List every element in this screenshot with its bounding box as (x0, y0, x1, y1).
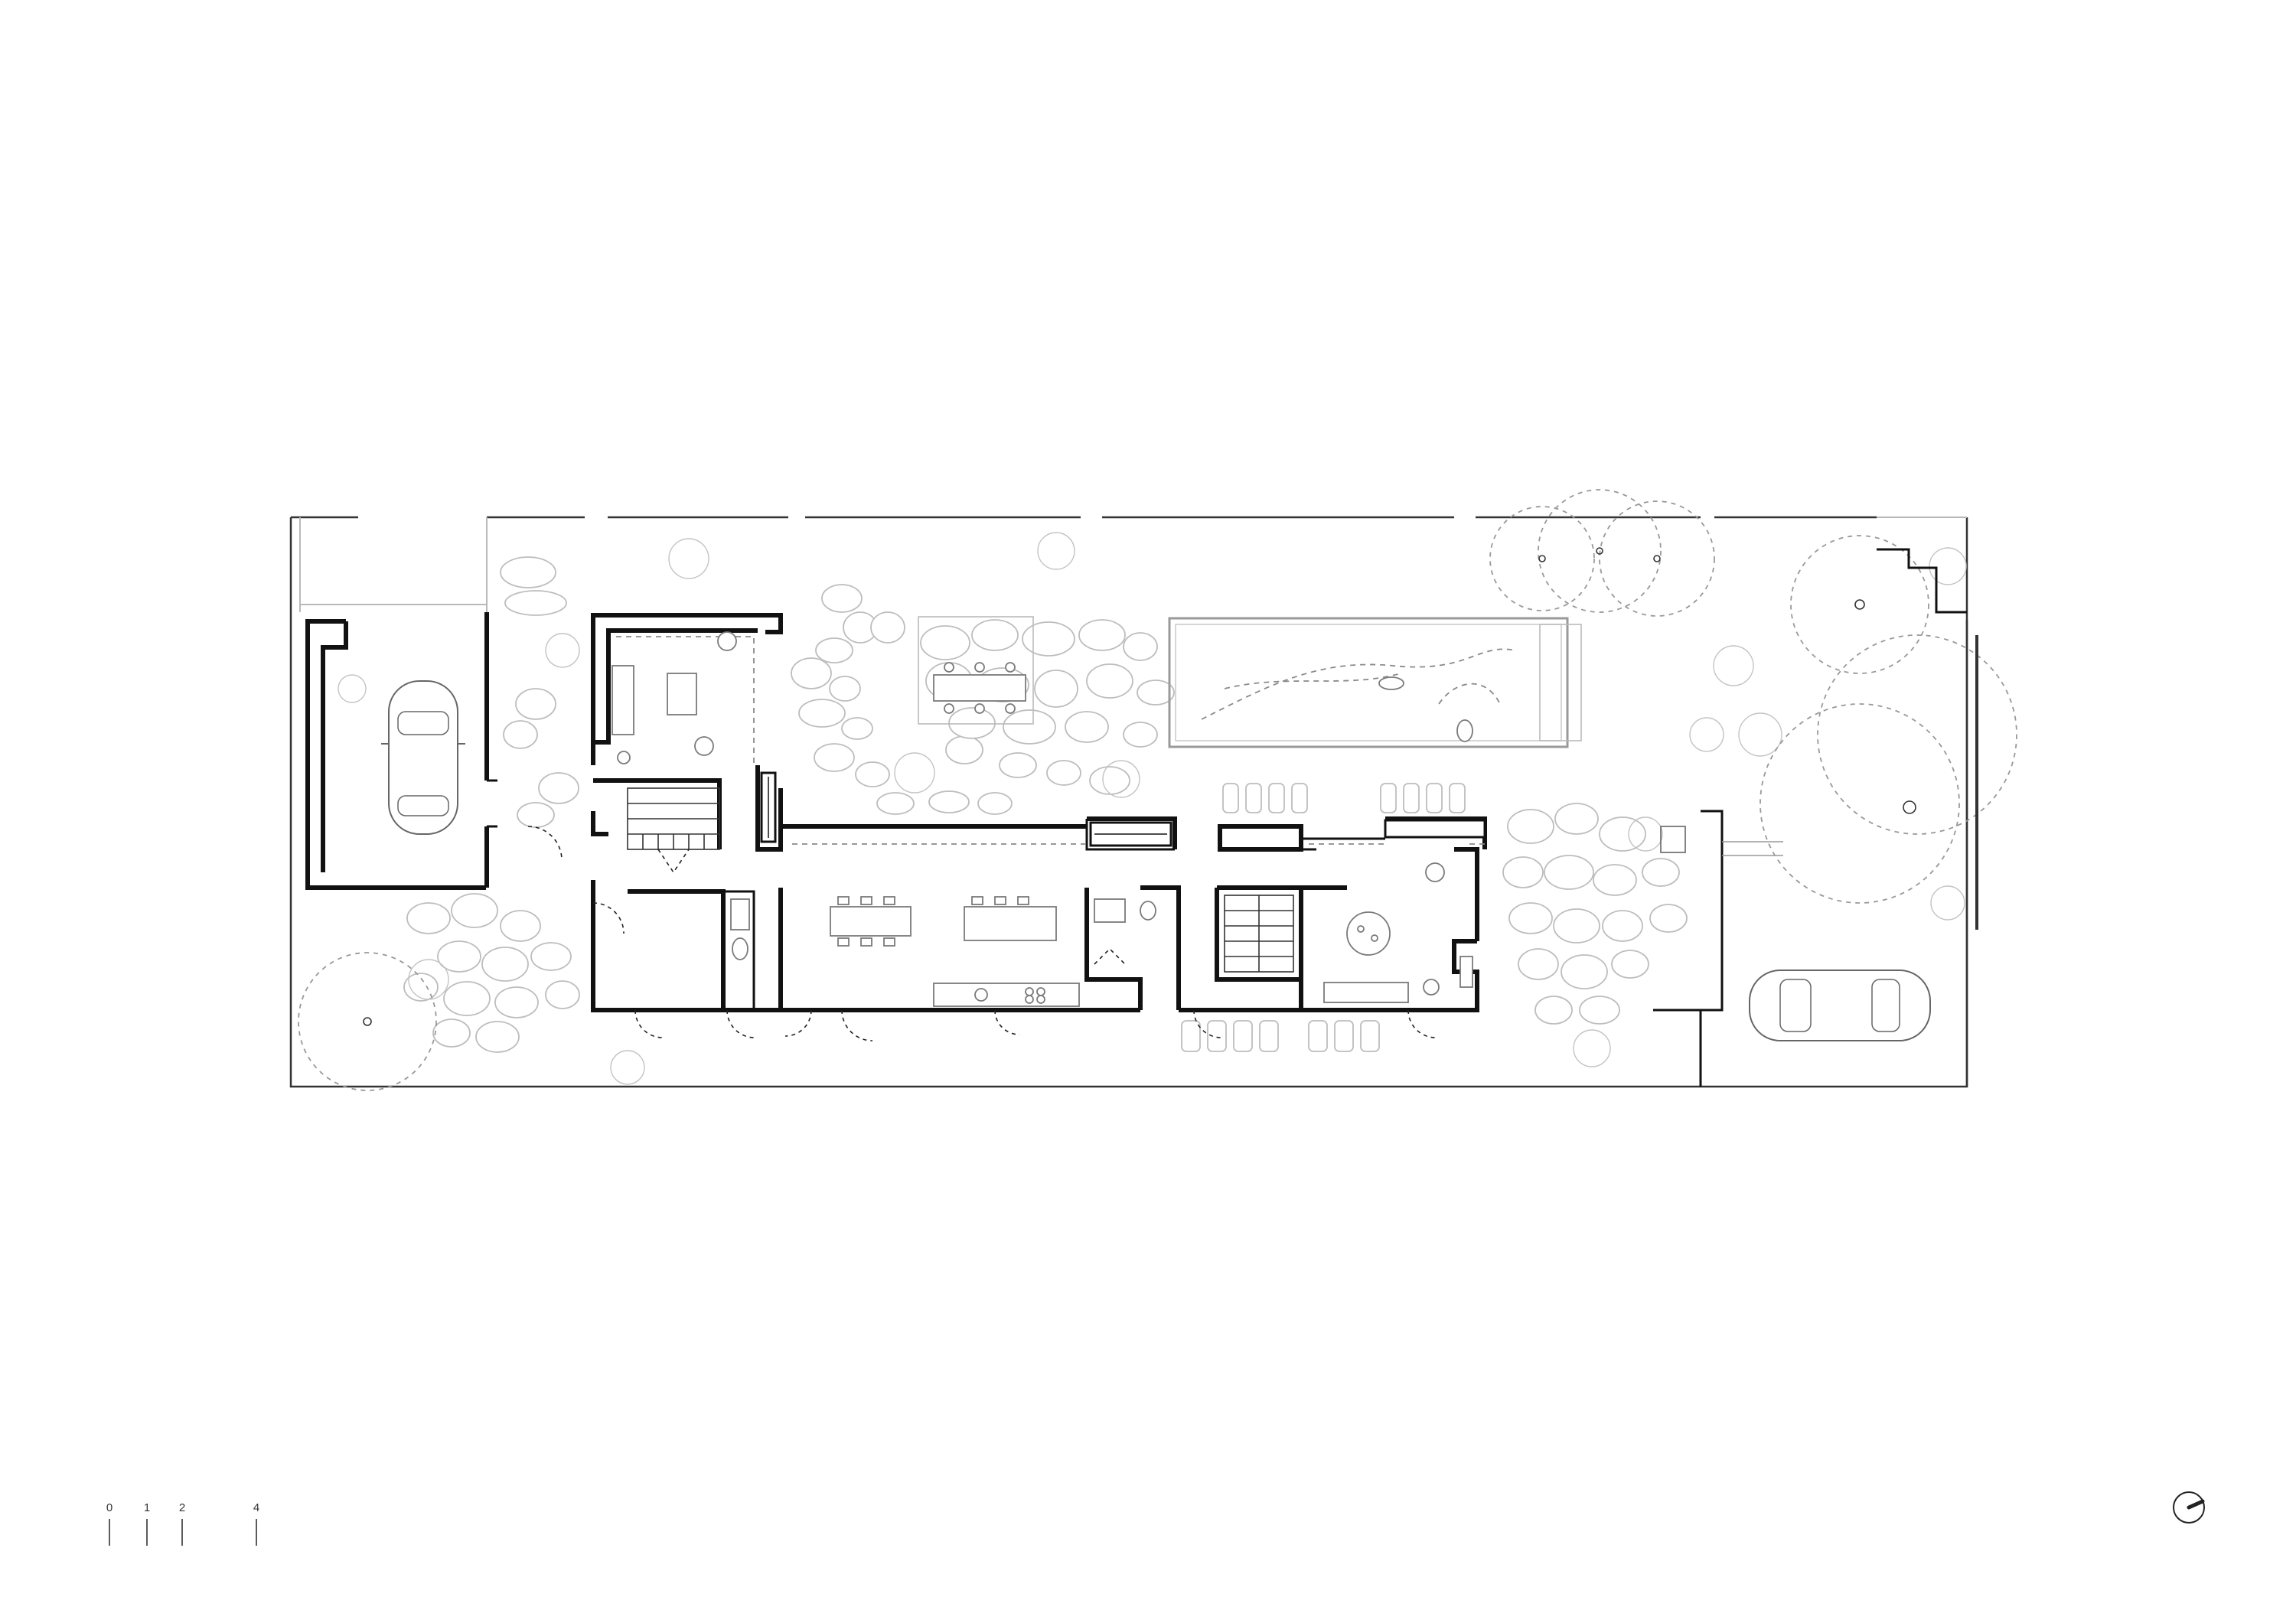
front-boundary-walls (1653, 548, 1978, 1087)
furniture-living-top (612, 631, 737, 764)
outdoor-dining-table (918, 616, 1034, 725)
kitchen-island (933, 896, 1080, 1007)
house-walls (591, 613, 1487, 1012)
scale-bar: 0 1 2 4 (106, 1501, 259, 1546)
staircase-2 (1224, 895, 1294, 973)
scale-tick-2: 2 (179, 1501, 185, 1514)
overhead-lines (616, 636, 1485, 845)
glazed-openings (760, 771, 1486, 847)
living-room-furniture (1323, 862, 1473, 1003)
scale-tick-1: 1 (144, 1501, 150, 1514)
staircase (627, 787, 720, 850)
bathroom-fixtures (730, 898, 1156, 960)
scale-tick-0: 0 (106, 1501, 113, 1514)
tree-canopies (298, 489, 2017, 1091)
swimming-pool (1168, 617, 1582, 748)
paving-stones (403, 556, 1688, 1053)
car-icon-2 (1749, 970, 1931, 1041)
car-icon (381, 680, 465, 835)
north-arrow-icon (2173, 1491, 2205, 1524)
site-boundary (289, 516, 1968, 1088)
dining-table (830, 896, 912, 947)
planting (338, 532, 1967, 1085)
door-swings (527, 826, 1437, 1041)
scale-tick-4: 4 (253, 1501, 259, 1514)
carport (305, 612, 497, 890)
